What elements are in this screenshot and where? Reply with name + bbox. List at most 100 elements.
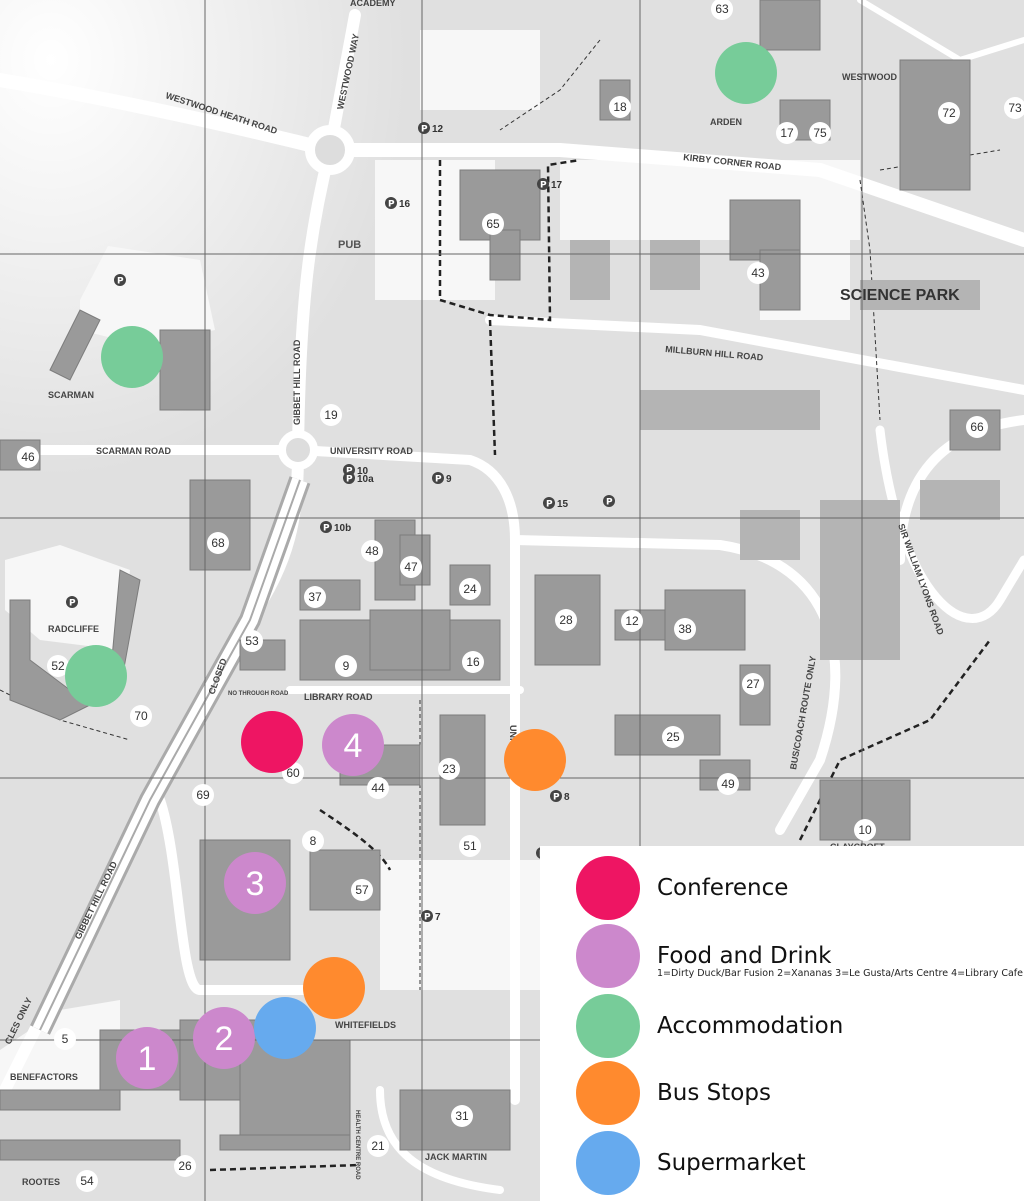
svg-text:63: 63 bbox=[715, 2, 729, 16]
svg-text:3: 3 bbox=[246, 865, 265, 903]
legend-item-accommodation: Accommodation bbox=[576, 994, 843, 1058]
road-label: HEALTH CENTRE ROAD bbox=[354, 1110, 360, 1180]
svg-text:70: 70 bbox=[134, 709, 148, 723]
building-number: 26 bbox=[174, 1155, 196, 1177]
svg-text:73: 73 bbox=[1008, 101, 1022, 115]
food-marker-3[interactable]: 3 bbox=[224, 852, 286, 914]
markers[interactable]: 4 3 2 1 bbox=[65, 42, 777, 1089]
building-number: 68 bbox=[207, 532, 229, 554]
place-label: JACK MARTIN bbox=[425, 1152, 487, 1162]
svg-text:P: P bbox=[388, 200, 395, 210]
building-number: 72 bbox=[938, 102, 960, 124]
svg-text:53: 53 bbox=[245, 634, 259, 648]
parking-sign: P bbox=[114, 274, 126, 287]
supermarket-marker[interactable] bbox=[254, 997, 316, 1059]
building-number: 28 bbox=[555, 609, 577, 631]
conference-marker[interactable] bbox=[241, 711, 303, 773]
accommodation-marker[interactable] bbox=[715, 42, 777, 104]
building-number: 66 bbox=[966, 416, 988, 438]
svg-text:16: 16 bbox=[466, 655, 480, 669]
bus-stop-marker[interactable] bbox=[504, 729, 566, 791]
building-number: 24 bbox=[459, 578, 481, 600]
place-label: ACADEMY bbox=[350, 0, 396, 8]
legend-label: Food and Drink bbox=[657, 943, 832, 969]
place-label: PUB bbox=[338, 239, 361, 251]
supermarket-dot-icon bbox=[576, 1131, 640, 1195]
road-label: SCARMAN ROAD bbox=[96, 446, 171, 456]
parking-sign: P 10a bbox=[343, 472, 374, 485]
building-number: 65 bbox=[482, 213, 504, 235]
svg-text:69: 69 bbox=[196, 788, 210, 802]
gibbet-hill-road-double bbox=[30, 476, 311, 1035]
accommodation-marker[interactable] bbox=[101, 326, 163, 388]
building-number: 23 bbox=[438, 758, 460, 780]
svg-text:48: 48 bbox=[365, 544, 379, 558]
building-number: 17 bbox=[776, 122, 798, 144]
svg-text:P: P bbox=[346, 467, 353, 477]
food-marker-4[interactable]: 4 bbox=[322, 714, 384, 776]
svg-text:44: 44 bbox=[371, 781, 385, 795]
svg-text:10: 10 bbox=[858, 823, 872, 837]
place-label: ARDEN bbox=[710, 117, 742, 127]
svg-text:P: P bbox=[69, 599, 76, 609]
legend-label: Accommodation bbox=[657, 1013, 844, 1039]
parking-sign: P 15 bbox=[543, 497, 569, 510]
accommodation-dot-icon bbox=[576, 994, 640, 1058]
svg-text:7: 7 bbox=[435, 912, 441, 923]
place-label: SCIENCE PARK bbox=[840, 287, 960, 304]
svg-text:27: 27 bbox=[746, 677, 760, 691]
building-number: 44 bbox=[367, 777, 389, 799]
bus-stop-marker[interactable] bbox=[303, 957, 365, 1019]
food-marker-2[interactable]: 2 bbox=[193, 1007, 255, 1069]
svg-text:P: P bbox=[435, 475, 442, 485]
svg-text:4: 4 bbox=[344, 727, 363, 765]
building-number: 21 bbox=[367, 1135, 389, 1157]
svg-text:25: 25 bbox=[666, 730, 680, 744]
svg-text:1: 1 bbox=[138, 1040, 157, 1078]
svg-text:10a: 10a bbox=[357, 474, 374, 485]
food-note: 1=Dirty Duck/Bar Fusion 2=Xananas 3=Le G… bbox=[657, 968, 1023, 979]
svg-text:68: 68 bbox=[211, 536, 225, 550]
svg-text:49: 49 bbox=[721, 777, 735, 791]
building-number: 54 bbox=[76, 1170, 98, 1192]
building-number: 47 bbox=[400, 556, 422, 578]
svg-text:12: 12 bbox=[432, 124, 444, 135]
road-label: UNIVERSITY ROAD bbox=[330, 446, 413, 456]
svg-text:28: 28 bbox=[559, 613, 573, 627]
svg-text:15: 15 bbox=[557, 499, 569, 510]
parking-signs: P12P16P17PPP10P9P10aP10bP15PP8P7P bbox=[66, 122, 615, 923]
svg-text:17: 17 bbox=[551, 180, 563, 191]
building-number: 70 bbox=[130, 705, 152, 727]
svg-text:75: 75 bbox=[813, 126, 827, 140]
parking-sign: P bbox=[603, 495, 615, 508]
building-number: 48 bbox=[361, 540, 383, 562]
svg-text:51: 51 bbox=[463, 839, 477, 853]
svg-text:66: 66 bbox=[970, 420, 984, 434]
svg-text:23: 23 bbox=[442, 762, 456, 776]
svg-text:12: 12 bbox=[625, 614, 639, 628]
legend: Conference Food and Drink 1=Dirty Duck/B… bbox=[540, 846, 1024, 1201]
legend-item-supermarket: Supermarket bbox=[576, 1131, 806, 1195]
food-marker-1[interactable]: 1 bbox=[116, 1027, 178, 1089]
svg-text:P: P bbox=[117, 277, 124, 287]
place-label: WESTWOOD bbox=[842, 72, 897, 82]
svg-text:9: 9 bbox=[446, 474, 452, 485]
building-number: 43 bbox=[747, 262, 769, 284]
legend-item-bus: Bus Stops bbox=[576, 1061, 771, 1125]
building-number: 38 bbox=[674, 618, 696, 640]
svg-text:31: 31 bbox=[455, 1109, 469, 1123]
svg-text:10b: 10b bbox=[334, 523, 351, 534]
building-number: 25 bbox=[662, 726, 684, 748]
svg-text:24: 24 bbox=[463, 582, 477, 596]
accommodation-marker[interactable] bbox=[65, 645, 127, 707]
svg-text:38: 38 bbox=[678, 622, 692, 636]
building-number: 37 bbox=[304, 586, 326, 608]
building-number: 51 bbox=[459, 835, 481, 857]
svg-text:P: P bbox=[546, 500, 553, 510]
svg-text:P: P bbox=[346, 475, 353, 485]
building-number: 27 bbox=[742, 673, 764, 695]
